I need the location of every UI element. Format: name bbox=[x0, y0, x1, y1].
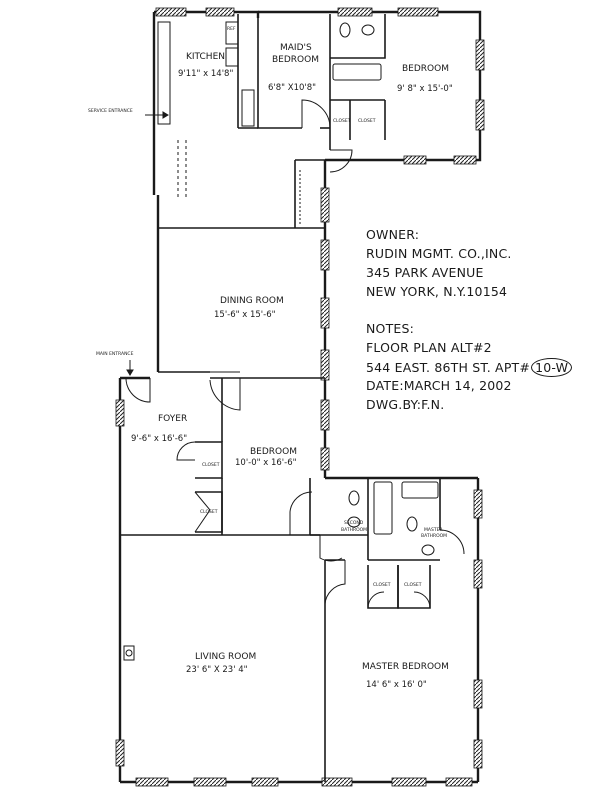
service-entrance-label: SERVICE ENTRANCE bbox=[88, 108, 133, 114]
maids-bedroom-name-1: MAID'S bbox=[280, 43, 312, 53]
entrance-arrows bbox=[126, 111, 169, 376]
kitchen-counter bbox=[157, 21, 171, 125]
apartment-number: 10-W bbox=[531, 358, 573, 377]
master-bathroom-label-2: BATHROOM bbox=[421, 533, 447, 539]
notes-line-3: DATE:MARCH 14, 2002 bbox=[366, 378, 512, 393]
toilet-second bbox=[348, 490, 360, 506]
owner-line-3: NEW YORK, N.Y.10154 bbox=[366, 284, 508, 299]
bathtub-master bbox=[401, 481, 439, 499]
bathtub-second bbox=[373, 481, 393, 535]
dining-room-name: DINING ROOM bbox=[220, 296, 284, 306]
maids-bedroom-name-2: BEDROOM bbox=[272, 55, 319, 65]
dining-room-dims: 15'-6" x 15'-6" bbox=[214, 310, 276, 320]
closet-label-3: CLOSET bbox=[202, 462, 220, 468]
notes-line-2: 544 EAST. 86TH ST. APT#10-W bbox=[366, 358, 573, 377]
second-bathroom-label-2: BATHROOM bbox=[341, 527, 367, 533]
living-room-name: LIVING ROOM bbox=[195, 652, 256, 662]
kitchen-dims: 9'11" x 14'8" bbox=[178, 69, 233, 79]
refrigerator-label: REF bbox=[227, 26, 236, 32]
owner-heading: OWNER: bbox=[366, 227, 420, 242]
main-entrance-label: MAIN ENTRANCE bbox=[96, 351, 134, 357]
closet-label-4: CLOSET bbox=[200, 509, 218, 515]
windows bbox=[115, 7, 485, 787]
notes-address: 544 EAST. 86TH ST. APT# bbox=[366, 360, 531, 375]
refrigerator bbox=[225, 21, 239, 45]
kitchen-name: KITCHEN bbox=[186, 52, 225, 62]
closet-label-5: CLOSET bbox=[373, 582, 391, 588]
fixtures bbox=[123, 21, 439, 661]
bedroom-mid-name: BEDROOM bbox=[250, 447, 297, 457]
foyer-dims: 9'-6" x 16'-6" bbox=[131, 434, 187, 444]
bathtub-maid bbox=[332, 63, 382, 81]
notes-line-1: FLOOR PLAN ALT#2 bbox=[366, 340, 492, 355]
master-bedroom-name: MASTER BEDROOM bbox=[362, 662, 449, 672]
bedroom-top-name: BEDROOM bbox=[402, 64, 449, 74]
bedroom-top-dims: 9' 8" x 15'-0" bbox=[397, 84, 453, 94]
closet-label-2: CLOSET bbox=[358, 118, 376, 124]
room-labels: KITCHEN 9'11" x 14'8" MAID'S BEDROOM 6'8… bbox=[131, 43, 453, 690]
doors bbox=[125, 99, 465, 609]
foyer-name: FOYER bbox=[158, 414, 187, 424]
fireplace-symbol bbox=[123, 645, 135, 661]
toilet-master bbox=[406, 516, 418, 532]
master-bathroom-label-1: MASTER bbox=[424, 527, 443, 533]
notes-heading: NOTES: bbox=[366, 321, 415, 336]
interior-walls bbox=[120, 12, 441, 782]
notes-line-4: DWG.BY:F.N. bbox=[366, 397, 445, 412]
bedroom-mid-dims: 10'-0" x 16'-6" bbox=[235, 458, 297, 468]
closet-label-6: CLOSET bbox=[404, 582, 422, 588]
second-bathroom-label-1: SECOND bbox=[344, 520, 364, 526]
owner-line-2: 345 PARK AVENUE bbox=[366, 265, 484, 280]
maids-bedroom-dims: 6'8" X10'8" bbox=[268, 83, 316, 93]
small-labels: CLOSET CLOSET CLOSET CLOSET CLOSET CLOSE… bbox=[88, 26, 447, 588]
closet-label-1: CLOSET bbox=[333, 118, 351, 124]
living-room-dims: 23' 6" X 23' 4" bbox=[186, 665, 248, 675]
owner-line-1: RUDIN MGMT. CO.,INC. bbox=[366, 246, 512, 261]
master-bedroom-dims: 14' 6" x 16' 0" bbox=[366, 680, 427, 690]
